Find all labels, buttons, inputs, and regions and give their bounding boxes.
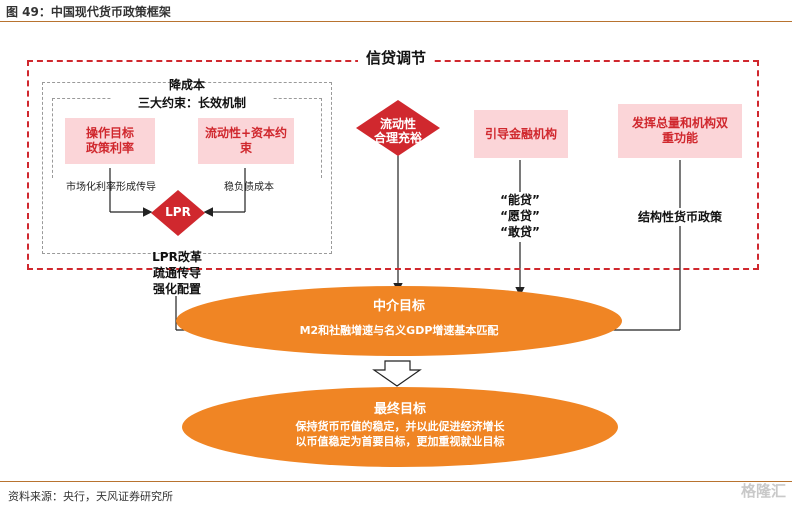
credit-adjust-title: 信贷调节 bbox=[358, 47, 434, 69]
constraint-title: 三大约束：长效机制 bbox=[112, 94, 272, 111]
final-target-line1: 保持货币币值的稳定，并以此促进经济增长 bbox=[295, 420, 505, 433]
stable-cost-note: 稳负债成本 bbox=[224, 182, 274, 193]
final-target-ellipse bbox=[182, 387, 618, 467]
final-target-title: 最终目标 bbox=[373, 402, 426, 417]
loans-label: “能贷” “愿贷” “敢贷” bbox=[500, 193, 540, 239]
lpr-reform-label: LPR改革 疏通传导 强化配置 bbox=[152, 250, 202, 296]
figure-title: 图 49：中国现代货币政策框架 bbox=[6, 5, 171, 19]
dual-function-box: 发挥总量和机构双 重功能 bbox=[618, 104, 742, 158]
liquidity-label: 流动性 合理充裕 bbox=[373, 117, 422, 145]
lpr-diamond bbox=[151, 190, 205, 236]
operating-target-box: 操作目标 政策利率 bbox=[65, 118, 155, 164]
bottom-divider bbox=[0, 481, 792, 482]
liquidity-capital-box: 流动性+资本约 束 bbox=[198, 118, 294, 164]
cost-reduction-title: 降成本 bbox=[168, 78, 205, 92]
source-note: 资料来源：央行，天风证券研究所 bbox=[8, 490, 173, 503]
structural-policy-label: 结构性货币政策 bbox=[620, 209, 740, 225]
intermediate-target-text: M2和社融增速与名义GDP增速基本匹配 bbox=[299, 324, 499, 337]
cost-reduction-frame bbox=[42, 82, 332, 254]
market-rate-note: 市场化利率形成传导 bbox=[66, 182, 156, 193]
intermediate-target-ellipse bbox=[176, 286, 622, 356]
guide-finance-box: 引导金融机构 bbox=[474, 110, 568, 158]
top-divider bbox=[0, 21, 792, 22]
liquidity-diamond bbox=[356, 100, 440, 156]
watermark-logo: 格隆汇 bbox=[740, 482, 786, 500]
final-target-line2: 以币值稳定为首要目标，更加重视就业目标 bbox=[295, 435, 505, 448]
lpr-label: LPR bbox=[165, 205, 191, 219]
intermediate-target-title: 中介目标 bbox=[372, 299, 425, 314]
